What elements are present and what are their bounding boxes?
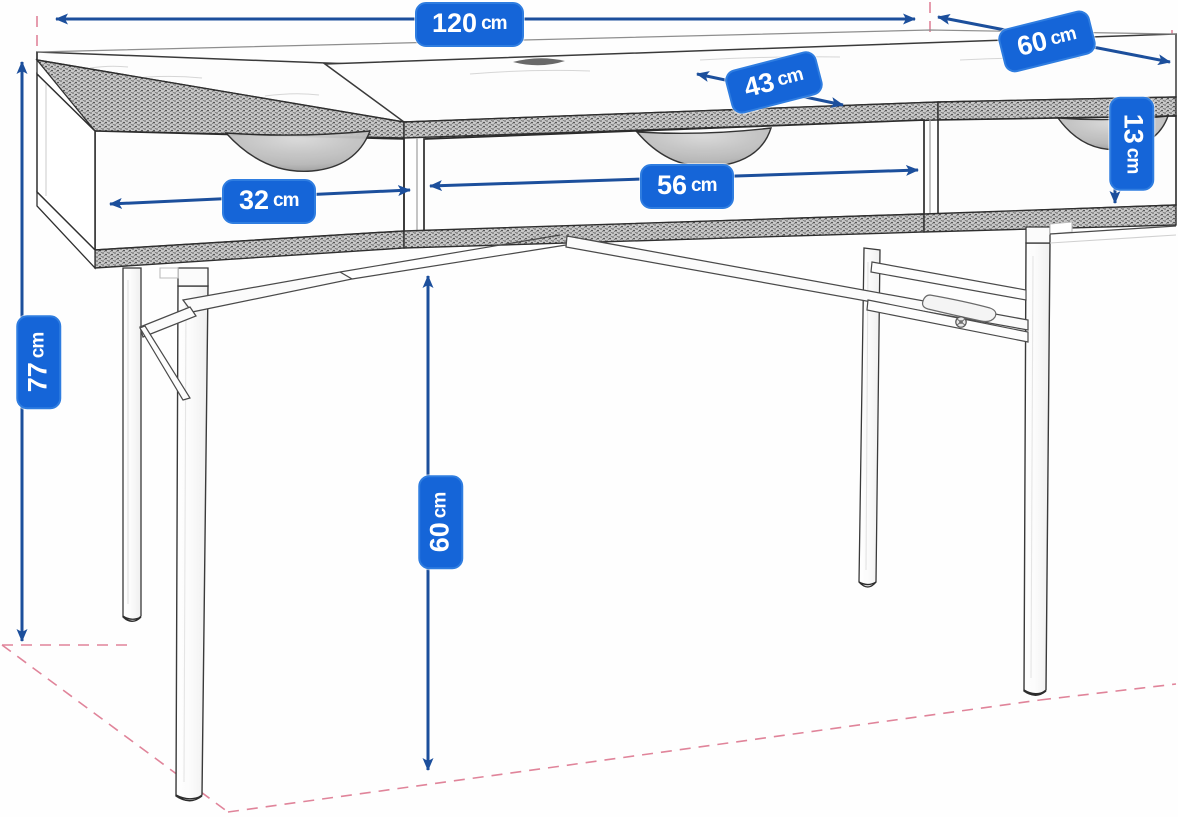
dimension-value: 60	[1013, 25, 1051, 62]
drawer-center-handle-recess[interactable]	[635, 127, 772, 168]
leg-bracket-shim-left	[159, 267, 179, 279]
leg-bracket-front-right	[1025, 226, 1051, 244]
cross-brace-left-return	[139, 325, 191, 401]
bottom-rail-left-cap	[36, 190, 96, 270]
leg-bracket-shim-right	[1049, 221, 1073, 235]
leg-front-left	[175, 285, 209, 801]
dimension-unit: cm	[1048, 23, 1078, 50]
dimension-value: 56	[657, 170, 688, 200]
leg-rear-right-foot	[858, 581, 877, 588]
dimension-unit: cm	[429, 492, 451, 519]
drawer-left-handle-recess[interactable]	[224, 130, 372, 173]
dimension-value: 120	[432, 8, 478, 38]
cross-brace-right-lower	[866, 299, 1029, 343]
dimension-unit: cm	[1122, 147, 1144, 174]
brace-collar	[921, 294, 997, 323]
dimension-badge-total-width: 120 cm	[415, 2, 524, 47]
dimension-value: 32	[239, 185, 270, 215]
dimension-value: 13	[1118, 113, 1149, 144]
dimension-unit: cm	[481, 13, 507, 34]
bottom-rail-right	[923, 204, 1177, 233]
leg-front-right	[1023, 242, 1051, 696]
dimension-value: 77	[22, 362, 53, 393]
leg-rear-left	[122, 267, 142, 622]
dimension-unit: cm	[27, 332, 49, 359]
dimension-unit: cm	[691, 175, 717, 196]
leg-front-right-foot	[1023, 689, 1047, 696]
cross-brace-left-lower	[139, 306, 197, 338]
leg-bracket-front-left	[177, 267, 209, 287]
desk-body	[35, 29, 1177, 802]
cross-brace-right-diagonal	[565, 235, 1029, 331]
cable-notch	[513, 58, 565, 66]
dimension-value: 43	[740, 66, 778, 104]
leg-front-left-foot	[175, 794, 203, 802]
dimension-badge-side-drawer-width: 32 cm	[222, 179, 316, 224]
dimension-badge-total-height: 77 cm	[16, 315, 62, 410]
cross-brace-right-upper	[870, 261, 1027, 301]
leg-rear-left-foot	[122, 615, 142, 622]
dimension-badge-drawer-height: 13 cm	[1109, 96, 1155, 191]
dimension-badge-center-drawer-width: 56 cm	[640, 164, 734, 209]
dimension-badge-under-desk-clearance: 60 cm	[418, 475, 464, 570]
dimension-value: 60	[424, 522, 455, 553]
dimension-unit: cm	[273, 190, 299, 211]
dimension-unit: cm	[775, 63, 805, 91]
